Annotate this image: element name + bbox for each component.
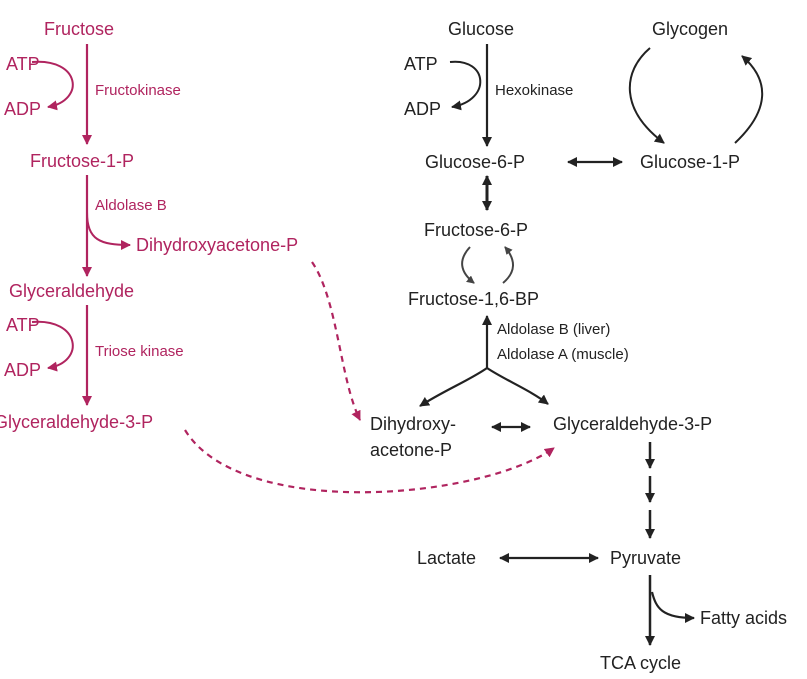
- f6p-to-f16bp-curve: [461, 246, 475, 284]
- label-fructose-1-6-bp: Fructose-1,6-BP: [408, 289, 539, 309]
- atp-adp-curve-hexokinase: [449, 60, 482, 111]
- label-atp-1: ATP: [6, 54, 40, 74]
- arrow-split-to-dhap: [419, 367, 488, 407]
- label-adp-1: ADP: [4, 99, 41, 119]
- label-fructose-6-p: Fructose-6-P: [424, 220, 528, 240]
- label-atp-hexokinase: ATP: [404, 54, 438, 74]
- glucose-pathway: Glucose ATP ADP Hexokinase Glycogen Gluc…: [370, 19, 787, 673]
- label-glucose-1-p: Glucose-1-P: [640, 152, 740, 172]
- label-dihydroxy: Dihydroxy-: [370, 414, 456, 434]
- label-adp-hexokinase: ADP: [404, 99, 441, 119]
- f16bp-to-f6p-curve: [502, 246, 514, 284]
- atp-adp-curve-2: [31, 320, 74, 372]
- glycogen-cycle-right-arrow: [734, 55, 764, 144]
- label-glyceraldehyde: Glyceraldehyde: [9, 281, 134, 301]
- atp-adp-curve-1: [31, 60, 74, 111]
- label-pyruvate: Pyruvate: [610, 548, 681, 568]
- label-glucose-6-p: Glucose-6-P: [425, 152, 525, 172]
- label-tca-cycle: TCA cycle: [600, 653, 681, 673]
- fructose-pathway: Fructose ATP ADP Fructokinase Fructose-1…: [0, 19, 555, 494]
- label-fructose: Fructose: [44, 19, 114, 39]
- label-glyceraldehyde-3-p-fructose: Glyceraldehyde-3-P: [0, 412, 153, 432]
- label-aldolase-b-liver: Aldolase B (liver): [497, 321, 610, 338]
- label-dihydroxyacetone-p: Dihydroxyacetone-P: [136, 235, 298, 255]
- label-hexokinase: Hexokinase: [495, 82, 573, 99]
- arrow-pyruvate-to-fatty-acids: [650, 591, 695, 623]
- label-fructokinase: Fructokinase: [95, 82, 181, 99]
- dashed-arrow-g3p-to-g3p: [184, 429, 555, 494]
- label-acetone-p: acetone-P: [370, 440, 452, 460]
- label-atp-2: ATP: [6, 315, 40, 335]
- label-glucose: Glucose: [448, 19, 514, 39]
- label-fructose-1-p: Fructose-1-P: [30, 151, 134, 171]
- aldolase-b-branch-arrow: [86, 211, 131, 250]
- label-lactate: Lactate: [417, 548, 476, 568]
- glycogen-cycle-left-arrow: [628, 47, 665, 144]
- label-adp-2: ADP: [4, 360, 41, 380]
- dashed-arrow-dhap-to-dhap: [311, 261, 361, 421]
- arrow-split-to-g3p: [486, 367, 549, 405]
- label-fatty-acids: Fatty acids: [700, 608, 787, 628]
- label-glyceraldehyde-3-p-glucose: Glyceraldehyde-3-P: [553, 414, 712, 434]
- label-aldolase-a-muscle: Aldolase A (muscle): [497, 346, 629, 363]
- label-triose-kinase: Triose kinase: [95, 343, 184, 360]
- label-glycogen: Glycogen: [652, 19, 728, 39]
- label-aldolase-b: Aldolase B: [95, 197, 167, 214]
